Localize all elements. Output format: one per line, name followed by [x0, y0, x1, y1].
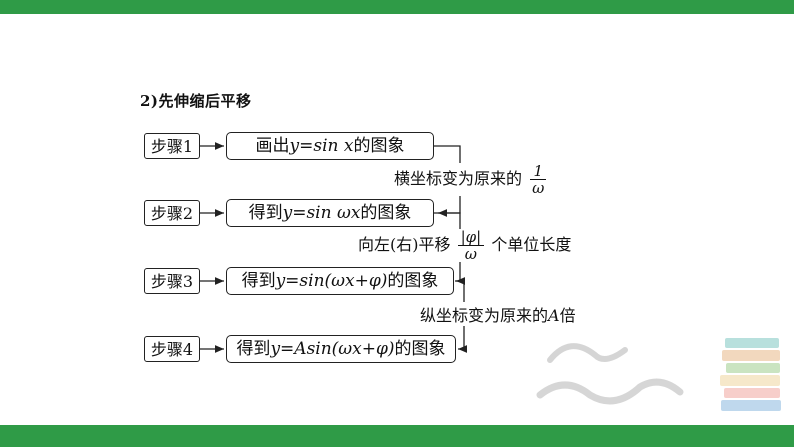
- step-label-1: 步骤1: [144, 133, 200, 159]
- step-label-2: 步骤2: [144, 200, 200, 226]
- transform-3-text: 纵坐标变为原来的: [420, 306, 549, 325]
- step-desc-4-math: y=Asin(ωx+φ): [270, 339, 395, 359]
- step-desc-1-pre: 画出: [255, 136, 290, 156]
- section-subtitle: 2)先伸缩后平移: [140, 92, 252, 110]
- step-desc-2: 得到y=sin ωx的图象: [226, 199, 434, 227]
- step-desc-4: 得到y=Asin(ωx+φ)的图象: [226, 335, 456, 363]
- step-desc-3-math: y=sin(ωx+φ): [275, 271, 388, 291]
- step-desc-2-post: 的图象: [360, 203, 412, 223]
- transform-1: 横坐标变为原来的 1 ω: [392, 163, 552, 196]
- books-stack-icon: [536, 338, 781, 411]
- fraction-denominator: ω: [464, 245, 478, 263]
- step-desc-3-pre: 得到: [241, 271, 276, 291]
- fraction-denominator: ω: [532, 179, 545, 197]
- bottom-accent-bar: [0, 425, 794, 447]
- transform-2-text: 向左(右)平移: [358, 235, 451, 254]
- step-desc-1: 画出y=sin x的图象: [226, 132, 434, 160]
- transform-2-fraction: |φ| ω: [457, 229, 485, 263]
- transform-2: 向左(右)平移 |φ| ω 个单位长度: [356, 229, 574, 263]
- step-desc-1-post: 的图象: [353, 136, 405, 156]
- transform-3-math: A: [548, 306, 560, 325]
- transform-1-text: 横坐标变为原来的: [394, 169, 523, 188]
- step-label-3: 步骤3: [144, 268, 200, 294]
- step-desc-2-math: y=sin ωx: [282, 203, 361, 223]
- step-label-4: 步骤4: [144, 336, 200, 362]
- step-desc-4-post: 的图象: [394, 339, 446, 359]
- fraction-numerator: 1: [530, 163, 546, 180]
- step-desc-4-pre: 得到: [236, 339, 271, 359]
- transform-3: 纵坐标变为原来的A倍: [418, 302, 578, 326]
- transform-3-suffix: 倍: [559, 306, 576, 325]
- transform-1-fraction: 1 ω: [529, 163, 547, 196]
- transform-2-suffix: 个单位长度: [491, 235, 572, 254]
- fraction-numerator: |φ|: [457, 229, 485, 246]
- step-desc-2-pre: 得到: [248, 203, 283, 223]
- step-desc-3-post: 的图象: [387, 271, 439, 291]
- top-accent-bar: [0, 0, 794, 14]
- step-desc-3: 得到y=sin(ωx+φ)的图象: [226, 267, 454, 295]
- step-desc-1-math: y=sin x: [289, 136, 354, 156]
